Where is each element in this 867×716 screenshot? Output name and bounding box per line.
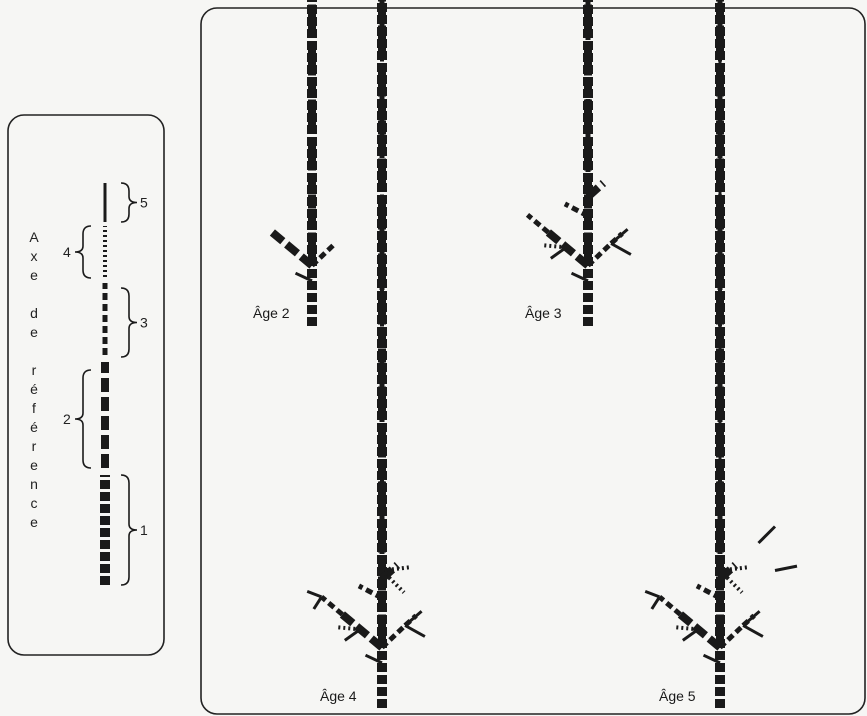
trees-frame	[200, 7, 866, 715]
tree-lateral-spur	[549, 246, 568, 260]
tree-branch-right	[586, 241, 613, 268]
reference-brace-4	[74, 225, 92, 279]
tree-branch-right	[718, 623, 745, 650]
reference-segment-label-5: 5	[140, 195, 148, 211]
tree-upper-branch	[563, 201, 590, 219]
reference-brace-2	[74, 369, 92, 469]
tree-lateral-spur	[343, 628, 362, 642]
tree-branch-left	[677, 611, 723, 651]
tree-lateral-spur	[404, 624, 426, 638]
tree-lateral-spur	[404, 610, 423, 627]
axis-title-letter: d	[30, 305, 38, 321]
tree-lateral-spur	[742, 624, 764, 638]
axis-title-letter: é	[30, 381, 38, 397]
tree-age3	[525, 0, 632, 326]
tree-upper-branch	[379, 562, 401, 582]
axis-title-letter: e	[30, 324, 38, 340]
tree-branch-right	[380, 623, 407, 650]
tree-tip-spur	[306, 590, 323, 599]
tree-branch-left-ext	[319, 594, 345, 617]
tree-tip-spur	[650, 596, 661, 610]
tree-branch-left	[545, 229, 591, 269]
tree-lateral	[544, 243, 567, 250]
tree-upper-branch	[717, 562, 739, 582]
tree-label-age4: Âge 4	[320, 688, 357, 704]
tree-lateral	[338, 625, 361, 632]
tree-tip-spur	[644, 590, 661, 599]
tree-lateral-spur	[742, 610, 761, 627]
reference-braces: 1 2 3 4 5	[63, 182, 148, 586]
tree-branch-left	[269, 229, 315, 269]
axis-title-letter: A	[29, 229, 39, 245]
tree-age2	[269, 0, 337, 326]
reference-frame	[7, 114, 165, 656]
axis-title-letter: e	[30, 267, 38, 283]
tree-upper-branch	[357, 583, 384, 601]
axis-title-letter: f	[32, 400, 36, 416]
tree-upper-branch	[695, 583, 722, 601]
reference-brace-1	[120, 474, 138, 586]
tree-upper-branch	[585, 180, 607, 200]
tree-upper-branch	[718, 569, 744, 594]
tree-lateral	[676, 625, 699, 632]
tree-age5	[644, 0, 798, 708]
tree-branch-right	[310, 241, 337, 268]
tree-label-age3: Âge 3	[525, 305, 562, 321]
reference-brace-3	[120, 287, 138, 358]
axis-title-letter: e	[30, 457, 38, 473]
tree-branch-left	[339, 611, 385, 651]
reference-segment-label-2: 2	[63, 411, 71, 427]
axis-title-letter: c	[31, 495, 38, 511]
axis-title-letter: r	[32, 362, 37, 378]
reference-segment-label-1: 1	[140, 522, 148, 538]
tree-lateral-spur	[610, 242, 632, 256]
tree-label-age5: Âge 5	[659, 688, 696, 704]
tree-label-age2: Âge 2	[253, 305, 290, 321]
tree-age4	[306, 0, 426, 708]
tree-lateral-spur	[681, 628, 700, 642]
axis-title-letter: r	[32, 438, 37, 454]
axis-title-letter: é	[30, 419, 38, 435]
axis-title-letter: e	[30, 514, 38, 530]
tree-upper-branch	[380, 569, 406, 594]
tree-branch-left-ext	[657, 594, 683, 617]
tree-spur	[294, 271, 313, 283]
reference-segment-label-3: 3	[140, 315, 148, 331]
tree-lateral-spur	[610, 228, 629, 245]
tree-tip-spur	[312, 596, 323, 610]
reference-segment-label-4: 4	[63, 244, 71, 260]
tree-spur	[702, 653, 721, 665]
reference-brace-5	[120, 182, 138, 223]
tree-spur	[570, 271, 589, 283]
tree-tip-spur	[774, 564, 798, 572]
axis-title-letter: n	[30, 476, 38, 492]
axis-title-letter: x	[31, 248, 38, 264]
tree-tip-spur	[757, 525, 777, 545]
tree-spur	[364, 653, 383, 665]
trees-group	[269, 0, 798, 708]
tree-branch-left-ext	[525, 212, 551, 235]
